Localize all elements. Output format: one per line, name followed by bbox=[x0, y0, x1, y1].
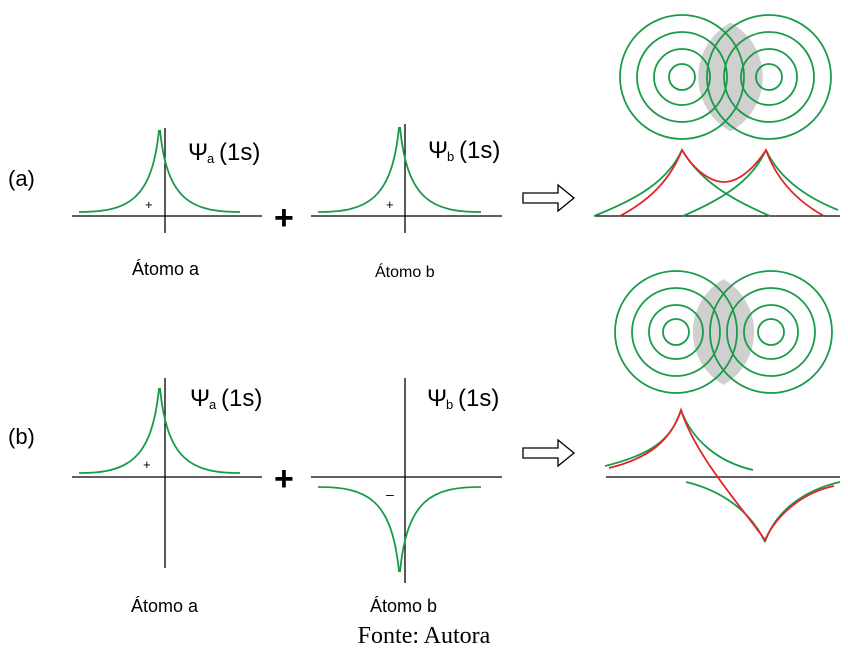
orbital-shell bbox=[740, 48, 798, 106]
orbital-shell bbox=[709, 270, 833, 394]
orbital-shell bbox=[755, 63, 783, 91]
orbital-shell bbox=[648, 304, 704, 360]
psi-symbol: Ψ bbox=[427, 385, 447, 412]
orbital-label: (1s) bbox=[459, 137, 500, 164]
orbital-label: (1s) bbox=[221, 385, 262, 412]
atom-b-graph-b: – Ψ b (1s) Átomo b bbox=[311, 378, 502, 616]
wavefunction-a-right bbox=[681, 149, 771, 217]
row-a: (a) + Ψ a (1s) Átomo a + + Ψ b (1s) Átom… bbox=[8, 14, 840, 281]
sign-label: – bbox=[386, 486, 394, 502]
arrow-right-icon bbox=[522, 183, 576, 213]
orbital-shell bbox=[668, 63, 696, 91]
overlap-region bbox=[692, 279, 755, 385]
row-label-a: (a) bbox=[8, 166, 35, 191]
atom-a-label: Átomo a bbox=[132, 259, 200, 279]
orbital-shell bbox=[723, 31, 815, 123]
wavefunction-left-branch bbox=[78, 387, 160, 474]
orbital-shell bbox=[706, 14, 832, 140]
psi-symbol: Ψ bbox=[188, 139, 208, 166]
wavefunction-right-branch bbox=[399, 486, 482, 573]
orbital-shell bbox=[662, 318, 690, 346]
wavefunction-b-left bbox=[682, 149, 767, 217]
wavefunction-right-branch bbox=[159, 387, 241, 474]
atom-b-label: Átomo b bbox=[370, 596, 437, 616]
sign-label: + bbox=[386, 197, 394, 212]
psi-symbol: Ψ bbox=[428, 137, 448, 164]
orbital-shell bbox=[631, 287, 721, 377]
orbital-shell bbox=[726, 287, 816, 377]
orbital-shell bbox=[619, 14, 745, 140]
orbital-shell bbox=[636, 31, 728, 123]
bonding-combined-wave bbox=[619, 147, 825, 217]
wavefunction-left-branch bbox=[78, 129, 160, 213]
antibonding-combined-wave bbox=[608, 407, 835, 542]
wavefunction-b-left bbox=[685, 481, 766, 543]
wavefunction-a-left bbox=[604, 409, 682, 467]
antibonding-combination-plot bbox=[604, 407, 841, 543]
orbital-shell bbox=[614, 270, 738, 394]
plus-operator: + bbox=[274, 199, 294, 237]
sign-label: + bbox=[143, 457, 151, 472]
atom-b-graph-a: + Ψ b (1s) Átomo b bbox=[311, 124, 502, 281]
atom-b-label: Átomo b bbox=[375, 262, 435, 281]
row-label-b: (b) bbox=[8, 424, 35, 449]
sign-label: + bbox=[145, 197, 153, 212]
overlap-circles-b bbox=[614, 270, 833, 394]
wavefunction-right-branch bbox=[399, 126, 482, 213]
source-caption: Fonte: Autora bbox=[358, 623, 491, 649]
wavefunction-right-branch bbox=[159, 129, 241, 213]
psi-subscript: a bbox=[209, 397, 217, 412]
bonding-combination-plot bbox=[593, 147, 840, 217]
wavefunction-b-right bbox=[765, 149, 839, 211]
orbital-shell bbox=[757, 318, 785, 346]
wavefunction-a-right bbox=[680, 409, 754, 471]
psi-subscript: b bbox=[447, 149, 454, 164]
orbital-shell bbox=[743, 304, 799, 360]
atom-a-label: Átomo a bbox=[131, 596, 199, 616]
overlap-circles-a bbox=[619, 14, 832, 140]
psi-subscript: a bbox=[207, 151, 215, 166]
wavefunction-left-branch bbox=[317, 126, 400, 213]
row-b: (b) + Ψ a (1s) Átomo a + – Ψ b (1s) Átom… bbox=[8, 270, 841, 616]
arrow-right-icon bbox=[522, 438, 576, 468]
overlap-region bbox=[698, 22, 763, 132]
psi-symbol: Ψ bbox=[190, 385, 210, 412]
atom-a-graph-a: + Ψ a (1s) Átomo a bbox=[72, 128, 262, 279]
wavefunction-b-right bbox=[764, 481, 841, 543]
orbital-shell bbox=[653, 48, 711, 106]
atom-a-graph-b: + Ψ a (1s) Átomo a bbox=[72, 378, 262, 616]
orbital-label: (1s) bbox=[219, 139, 260, 166]
psi-subscript: b bbox=[446, 397, 453, 412]
orbital-label: (1s) bbox=[458, 385, 499, 412]
plus-operator: + bbox=[274, 460, 294, 498]
wavefunction-left-branch bbox=[317, 486, 400, 573]
